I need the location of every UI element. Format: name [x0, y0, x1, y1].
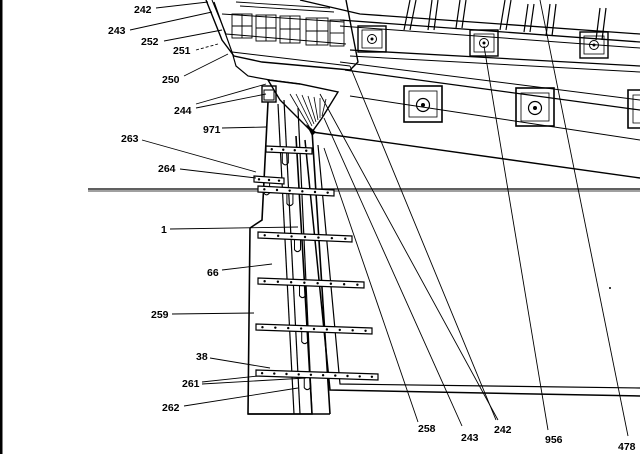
- label-66: 66: [207, 267, 219, 279]
- gunport: [579, 31, 609, 59]
- leader-lines: [129, 0, 629, 437]
- stern-gallery: [205, 0, 359, 85]
- label-478: 478: [618, 441, 636, 453]
- pintle-strap: [257, 185, 335, 207]
- gunport: [403, 85, 443, 123]
- deck-stanchions: [403, 0, 607, 41]
- label-244: 244: [174, 105, 192, 117]
- waterline: [88, 188, 640, 192]
- label-250: 250: [162, 74, 180, 86]
- label-971: 971: [203, 124, 221, 136]
- label-258: 258: [418, 423, 436, 435]
- rudder: [247, 99, 331, 415]
- label-242-top: 242: [134, 4, 152, 16]
- label-38: 38: [196, 351, 208, 363]
- gunport: [515, 87, 555, 127]
- gunport: [627, 89, 640, 129]
- label-1: 1: [161, 224, 167, 236]
- gunport: [469, 29, 499, 57]
- label-262: 262: [162, 402, 180, 414]
- pintle-strap: [255, 323, 373, 345]
- label-259: 259: [151, 309, 169, 321]
- labels: 242 243 252 251 250 244 971 263 264 1 66…: [108, 4, 636, 453]
- label-264: 264: [158, 163, 176, 175]
- label-252: 252: [141, 36, 159, 48]
- label-251: 251: [173, 45, 191, 57]
- label-261: 261: [182, 378, 200, 390]
- label-956: 956: [545, 434, 563, 446]
- gunport: [357, 25, 387, 53]
- pintles: [253, 145, 379, 391]
- upper-wale: [299, 0, 640, 73]
- pintle-strap: [257, 231, 353, 253]
- gunports-upper: [357, 25, 609, 59]
- gallery-windows: [231, 1, 345, 47]
- hull-side: [304, 61, 640, 397]
- rudder-head: [261, 85, 277, 103]
- label-243-top: 243: [108, 25, 126, 37]
- speck: [609, 287, 611, 289]
- gallery-finial: [266, 79, 340, 136]
- gunports-lower: [403, 85, 640, 129]
- label-263: 263: [121, 133, 139, 145]
- pintle-strap: [257, 277, 365, 299]
- label-243-bottom: 243: [461, 432, 479, 444]
- label-242-bottom: 242: [494, 424, 512, 436]
- pintle-strap: [255, 369, 379, 391]
- pintle-strap: [265, 145, 313, 166]
